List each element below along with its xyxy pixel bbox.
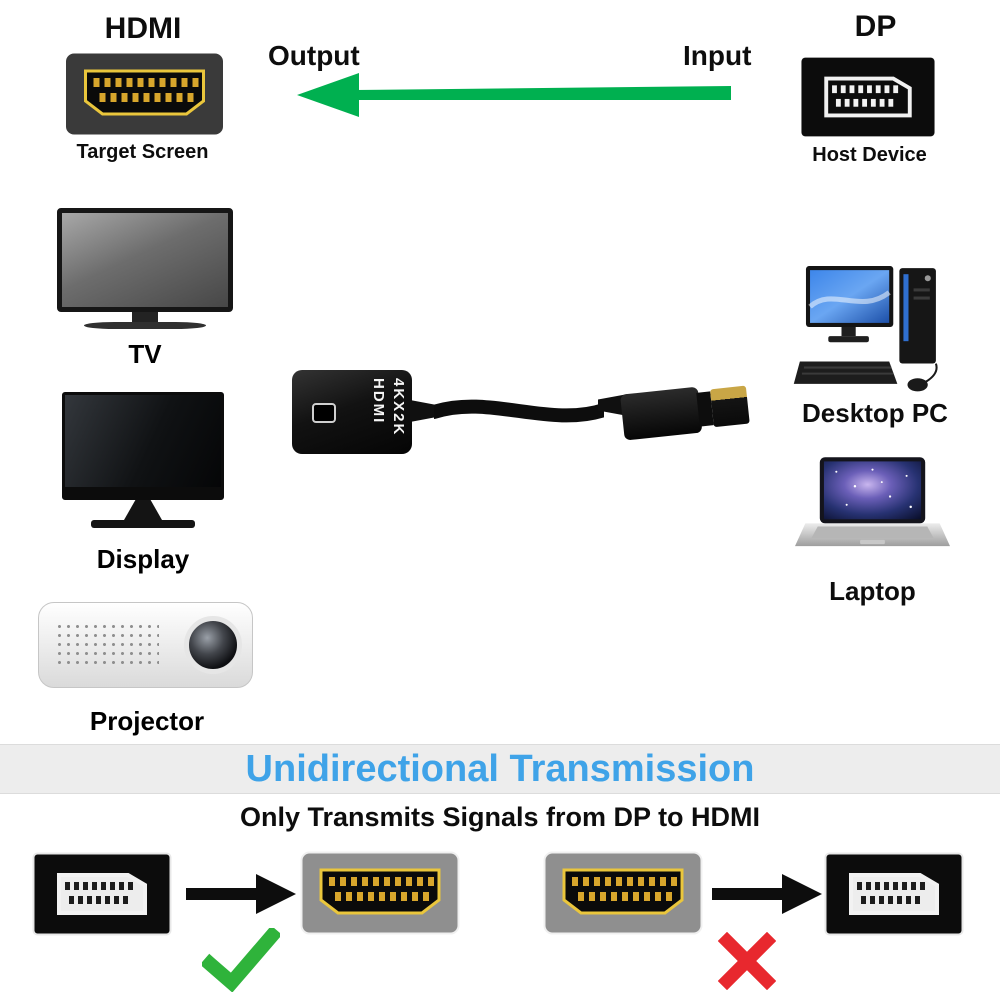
input-label: Input <box>683 40 752 71</box>
hdmi-female-port <box>312 403 336 423</box>
dp-port-icon-blocked <box>820 852 968 936</box>
tv-screen <box>57 208 233 312</box>
display-label: Display <box>96 544 190 574</box>
desktop-pc-icon <box>793 262 957 396</box>
hdmi-port-icon-blocked <box>543 850 703 936</box>
projector-lens <box>184 616 242 674</box>
display-stand-base <box>91 520 195 528</box>
projector-vent <box>55 622 159 668</box>
adapter-cable <box>434 382 604 442</box>
banner-title: Unidirectional Transmission <box>245 748 755 790</box>
adapter-body: HDMI 4KX2K <box>292 370 412 454</box>
right-arrow-icon <box>186 872 296 916</box>
dp-male-connector <box>619 369 753 450</box>
hdmi-label: HDMI <box>104 12 182 45</box>
projector-body <box>38 602 253 688</box>
dp-port-icon <box>800 55 936 139</box>
adapter-print-line1: HDMI <box>370 378 387 425</box>
tv-device: TV <box>55 208 235 370</box>
direction-arrow-icon <box>293 70 735 120</box>
tv-stand-neck <box>132 312 158 322</box>
check-icon <box>202 928 280 992</box>
target-screen-label: Target Screen <box>76 141 209 163</box>
cable-strain-relief-left <box>410 400 436 422</box>
output-label: Output <box>268 40 360 71</box>
dp-plug-housing <box>620 386 703 441</box>
laptop-label: Laptop <box>829 576 916 606</box>
dp-plug-head <box>709 385 750 428</box>
dp-to-hdmi-adapter: HDMI 4KX2K <box>290 360 752 466</box>
display-stand-neck <box>124 500 162 520</box>
banner-subtitle: Only Transmits Signals from DP to HDMI <box>239 802 761 832</box>
projector-label: Projector <box>89 706 205 736</box>
tv-label: TV <box>128 339 162 369</box>
banner-band: Unidirectional Transmission <box>0 744 1000 794</box>
display-device: Display <box>60 392 226 575</box>
dp-port-icon-allowed <box>28 852 176 936</box>
adapter-print-line2: 4KX2K <box>390 378 407 437</box>
desktop-pc-label: Desktop PC <box>802 398 948 428</box>
adapter-print: HDMI 4KX2K <box>368 378 408 448</box>
dp-label: DP <box>854 10 897 43</box>
tv-stand-base <box>84 322 206 329</box>
hdmi-port-icon <box>62 52 227 136</box>
host-device-label: Host Device <box>812 144 927 166</box>
cross-icon <box>718 932 776 990</box>
laptop-icon <box>795 455 950 567</box>
right-arrow-icon <box>712 872 822 916</box>
hdmi-port-icon-allowed <box>300 850 460 936</box>
display-screen <box>62 392 224 500</box>
projector-device: Projector <box>38 602 256 737</box>
